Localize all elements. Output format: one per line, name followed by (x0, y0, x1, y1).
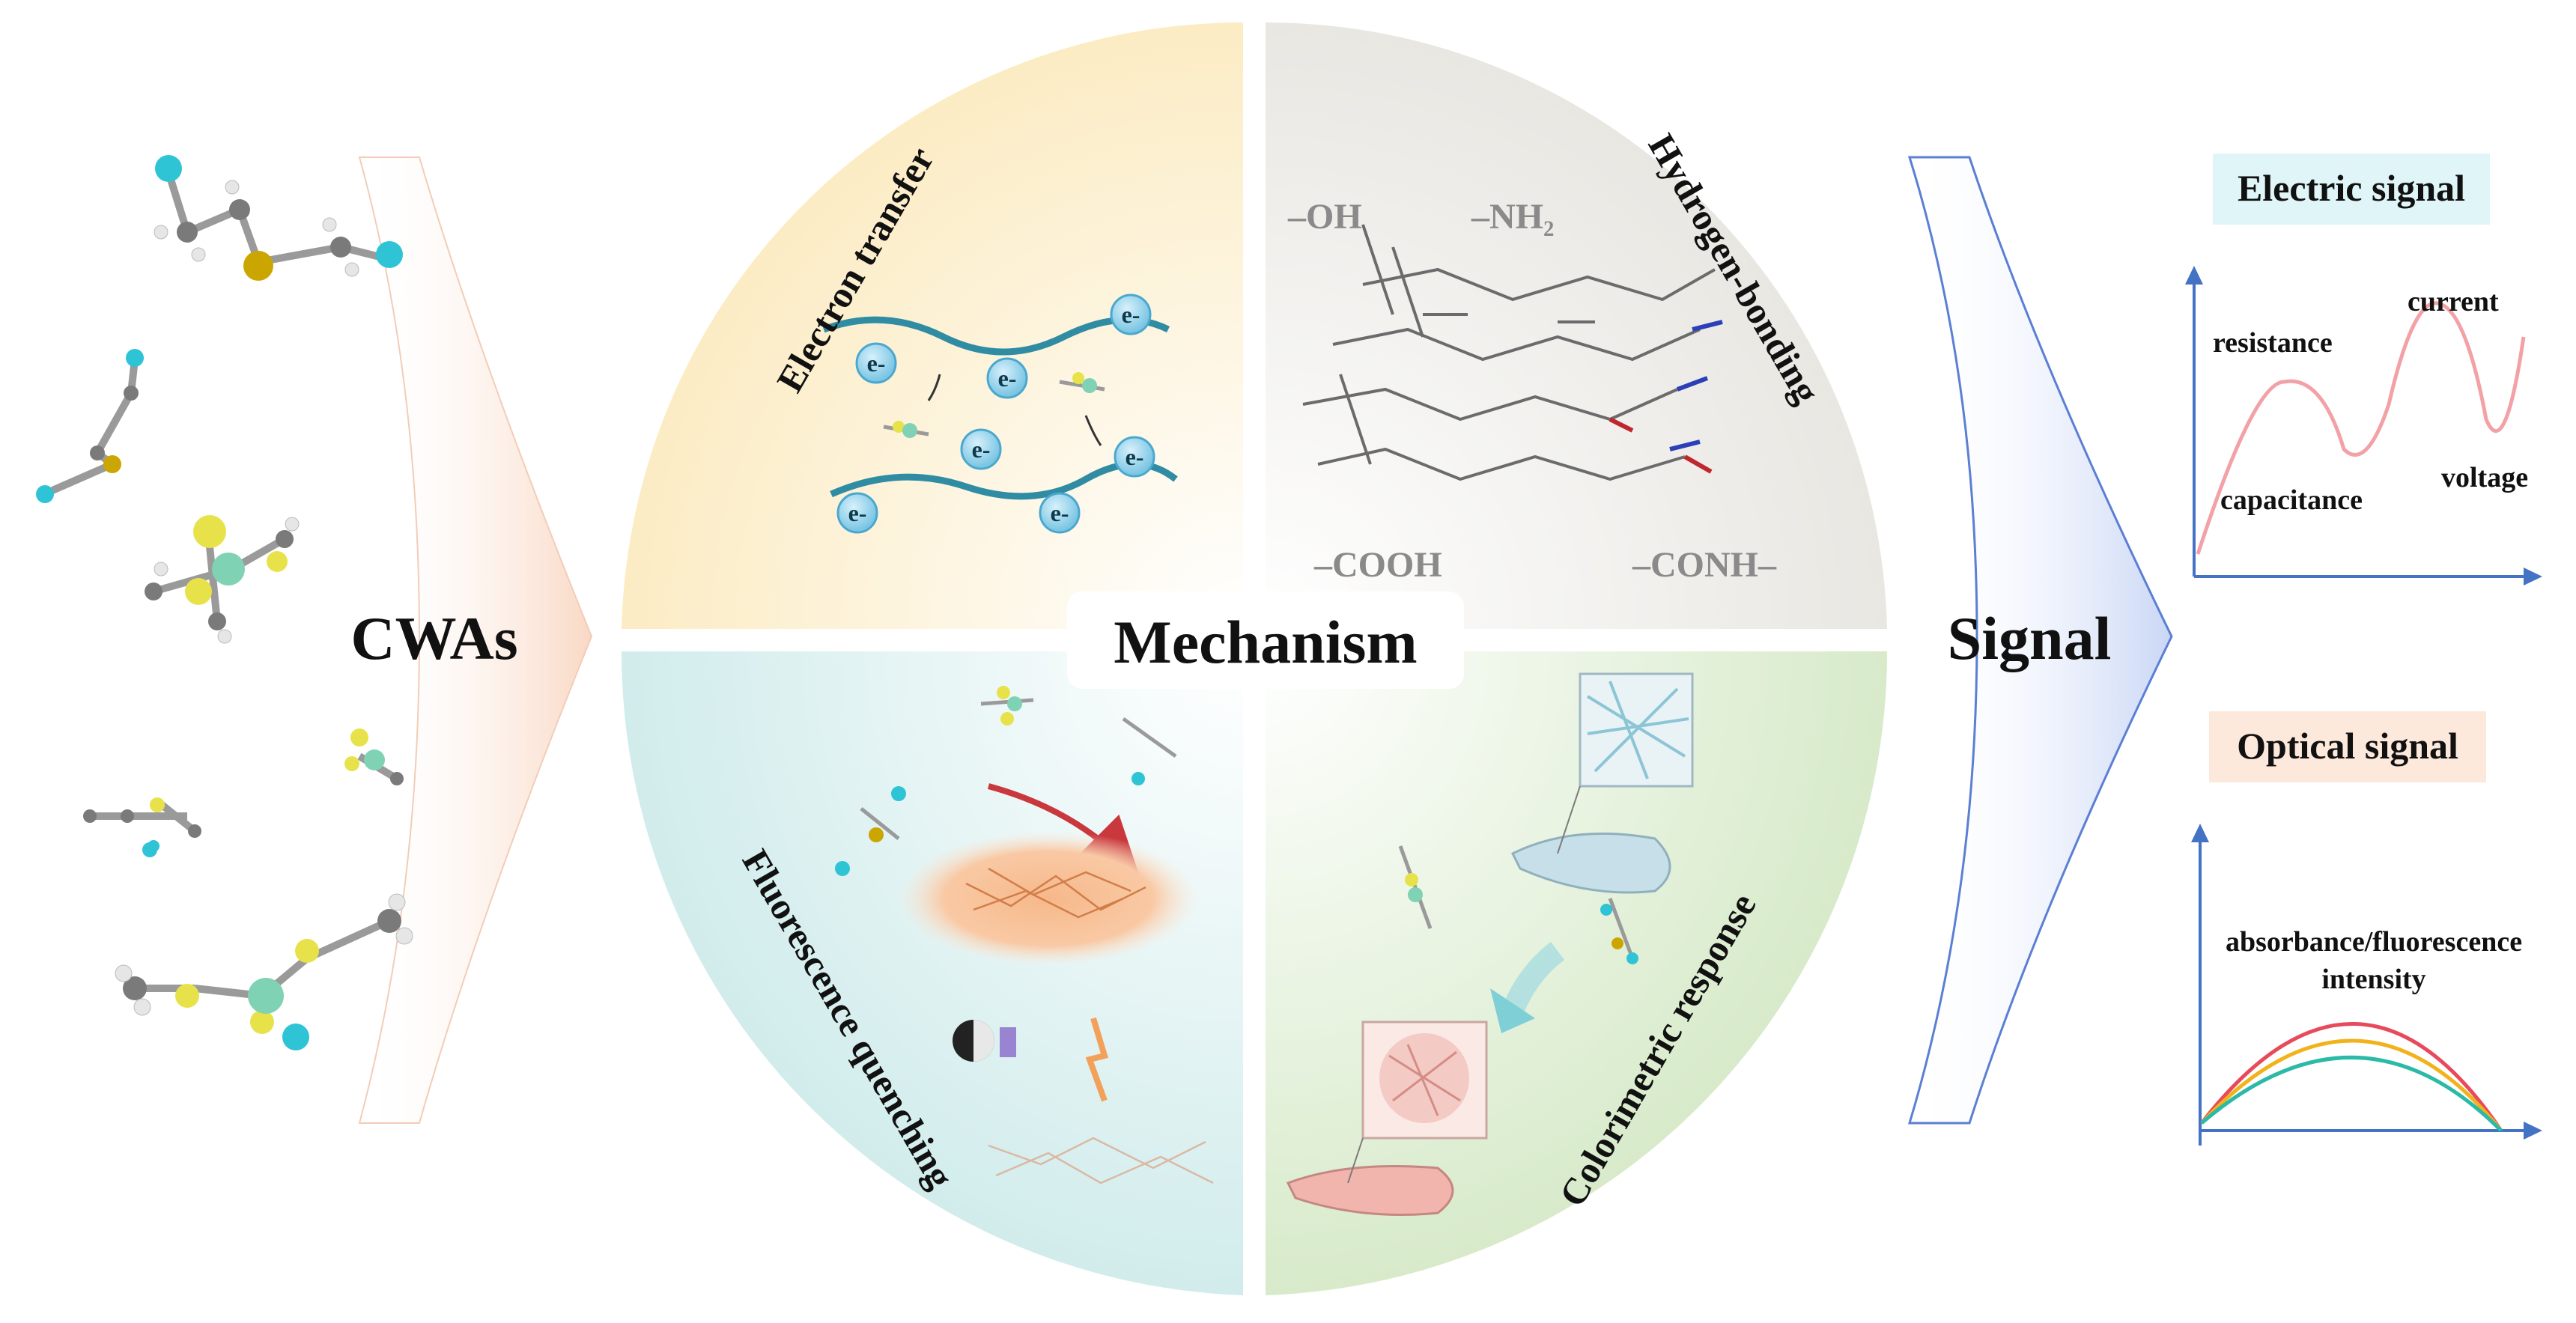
electric-chart (2185, 153, 2542, 586)
svg-text:–NH₂: –NH₂ (1471, 197, 1554, 237)
svg-text:capacitance: capacitance (2220, 484, 2363, 516)
svg-text:e-: e- (1051, 499, 1069, 526)
svg-text:e-: e- (998, 365, 1017, 392)
svg-text:voltage: voltage (2441, 462, 2528, 493)
optical-curve-orange (2200, 1038, 2503, 1132)
signal-title: Signal (1948, 604, 2112, 672)
optical-signal-box (2209, 711, 2486, 782)
electric-terms: resistance current capacitance voltage (2213, 286, 2528, 516)
svg-text:e-: e- (972, 436, 991, 463)
svg-text:current: current (2408, 286, 2499, 317)
svg-text:e-: e- (1126, 443, 1144, 470)
mechanism-title: Mechanism (1114, 608, 1417, 676)
optical-signal-label: Optical signal (2237, 725, 2458, 767)
optical-caption: absorbance/fluorescence intensity (2226, 926, 2522, 995)
quadrant-fluorescence-quenching (621, 651, 1243, 1295)
polymer-structure (1302, 224, 1716, 481)
electron-symbols: e- e- e- e- e- e- e- (848, 301, 1144, 526)
electric-curve (2196, 301, 2526, 555)
optical-curve-red (2200, 1022, 2503, 1132)
electric-signal-box (2213, 153, 2490, 225)
heteroatoms (1609, 320, 1723, 474)
signal-chevron (1907, 156, 2173, 1125)
quadrant-hydrogen-bonding (1266, 22, 1887, 630)
svg-text:resistance: resistance (2213, 327, 2333, 359)
molecules (36, 155, 1638, 1050)
optical-curve-teal (2200, 1055, 2503, 1132)
svg-text:–OH: –OH (1287, 197, 1362, 237)
optical-chart (2191, 711, 2542, 1146)
mechanism-box (1067, 591, 1464, 689)
colorimetric-graphic (1286, 672, 1694, 1216)
functional-groups: –OH –NH₂ –COOH –CONH– (1287, 197, 1777, 585)
fluorescence-graphic (899, 783, 1214, 1184)
svg-text:absorbance/fluorescence: absorbance/fluorescence (2226, 926, 2522, 958)
svg-text:–CONH–: –CONH– (1632, 545, 1777, 585)
cwas-title: CWAs (350, 604, 517, 672)
electron-transfer-graphic (822, 294, 1178, 534)
cwa-chevron (358, 156, 593, 1124)
svg-text:e-: e- (1122, 301, 1140, 328)
svg-text:–COOH: –COOH (1313, 545, 1442, 585)
svg-text:e-: e- (848, 499, 867, 526)
svg-text:intensity: intensity (2321, 964, 2425, 995)
svg-text:e-: e- (867, 350, 886, 377)
electric-signal-label: Electric signal (2238, 167, 2465, 209)
